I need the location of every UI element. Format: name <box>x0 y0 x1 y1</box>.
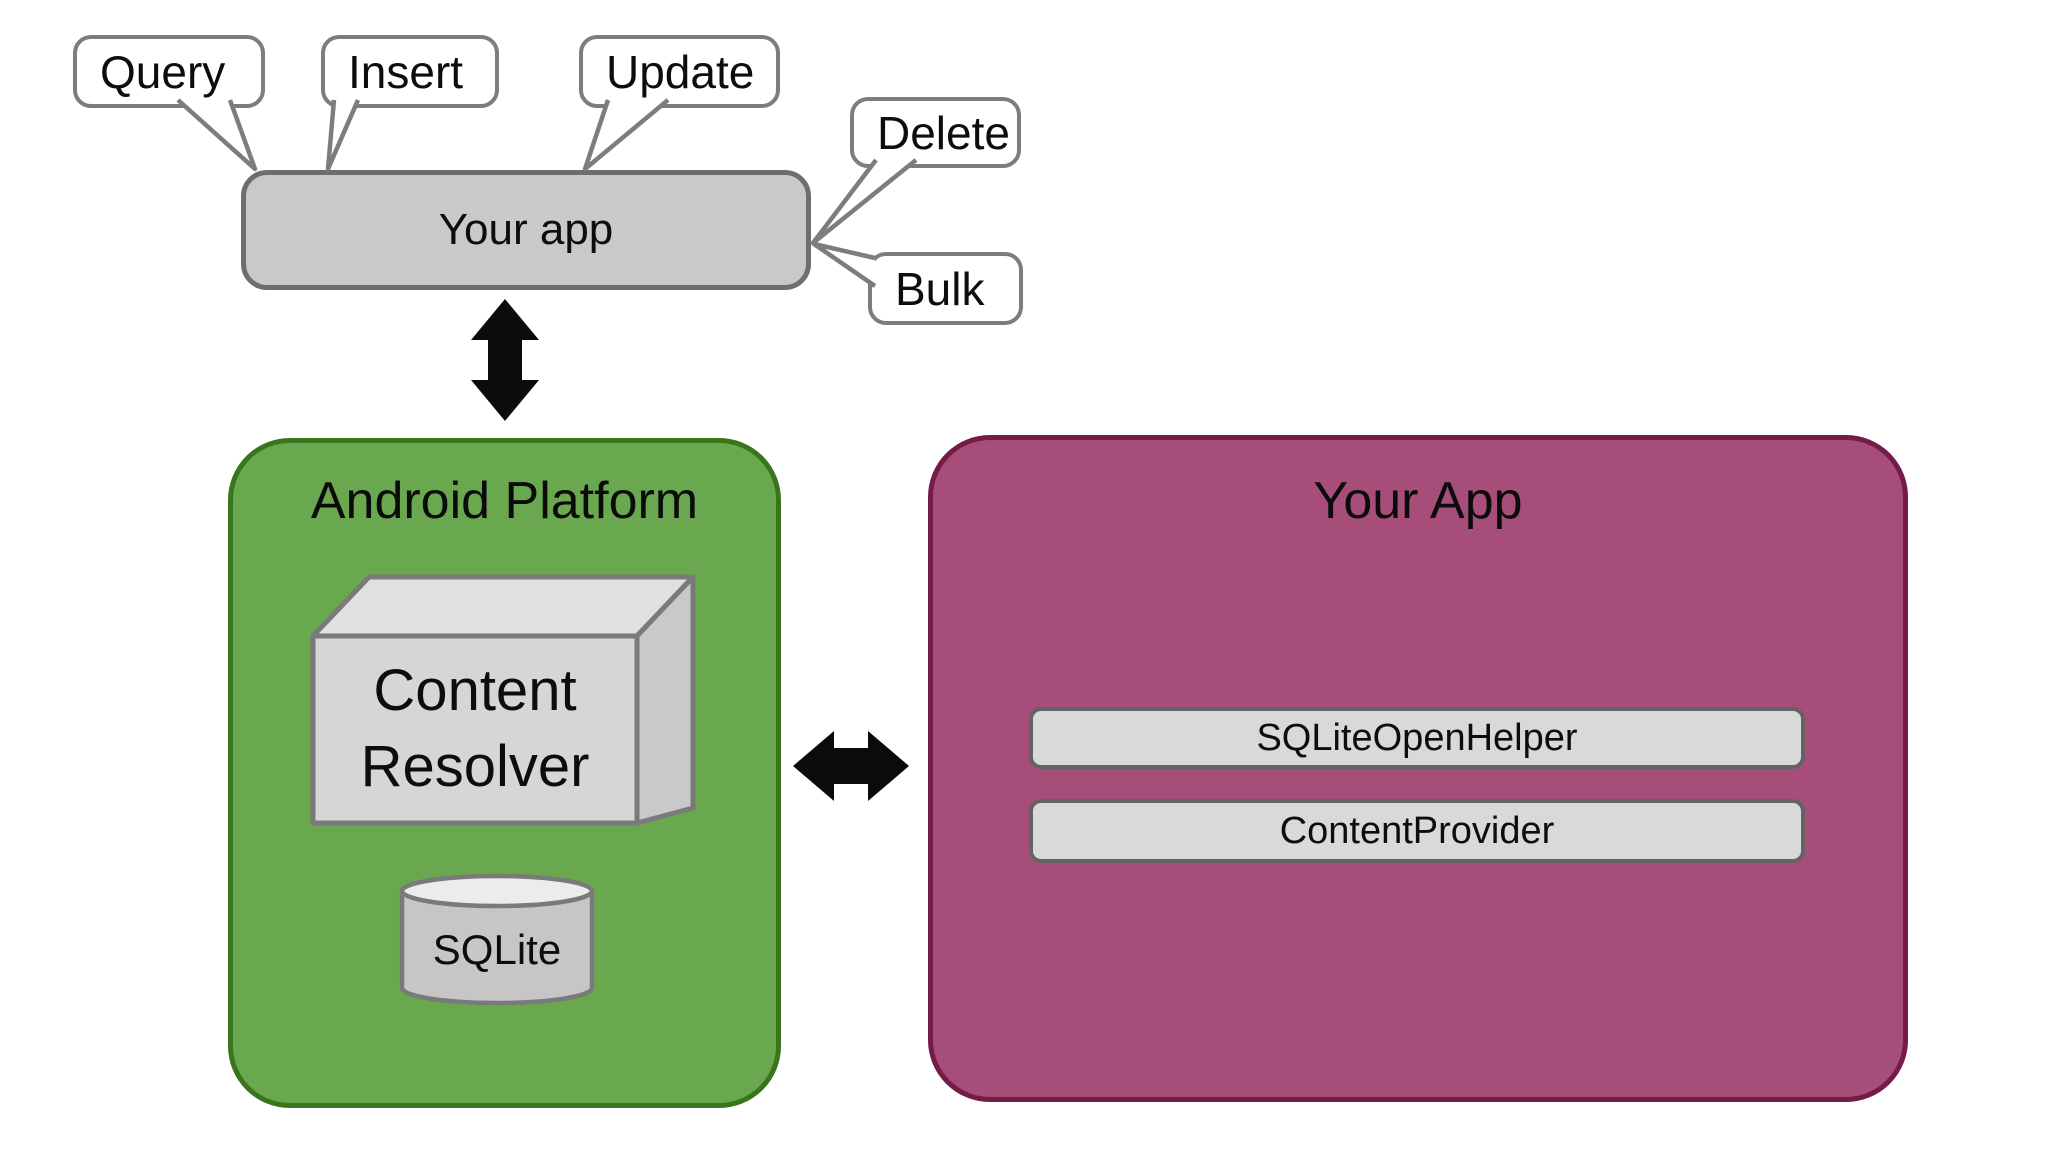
layer-sqliteopenhelper-label: SQLiteOpenHelper <box>1256 716 1578 759</box>
bidirectional-arrow-vertical-icon <box>471 299 539 421</box>
callout-delete: Delete <box>850 97 1021 168</box>
callout-insert: Insert <box>321 35 499 108</box>
callout-update-tail <box>582 98 670 172</box>
content-resolver-label-line1: Content <box>373 658 577 723</box>
your-app-top-box-label: Your app <box>438 205 614 254</box>
sqlite-label: SQLite <box>432 926 562 973</box>
layer-contentprovider: ContentProvider <box>1029 799 1805 863</box>
callout-delete-tail <box>810 158 918 246</box>
callout-update-label: Update <box>606 45 755 98</box>
callout-query: Query <box>73 35 265 108</box>
callout-query-label: Query <box>100 45 226 98</box>
callout-insert-label: Insert <box>348 45 464 98</box>
layer-contentprovider-label: ContentProvider <box>1279 809 1555 852</box>
content-resolver-label: Content Resolver <box>313 653 637 805</box>
callout-insert-tail <box>325 99 361 172</box>
bidirectional-arrow-horizontal-icon <box>793 731 909 801</box>
your-app-container-title: Your App <box>1313 472 1523 530</box>
your-app-top-box: Your app <box>241 170 811 290</box>
callout-delete-label: Delete <box>877 106 1010 159</box>
content-resolver-label-line2: Resolver <box>360 734 590 799</box>
your-app-container-box: Your App SQLiteOpenHelper ContentProvide… <box>928 435 1908 1102</box>
callout-bulk-label: Bulk <box>895 262 985 315</box>
android-platform-title: Android Platform <box>310 472 699 530</box>
callout-update: Update <box>579 35 780 108</box>
callout-query-tail <box>176 98 258 172</box>
callout-bulk: Bulk <box>868 252 1023 325</box>
callout-bulk-tail <box>811 241 877 288</box>
layer-sqliteopenhelper: SQLiteOpenHelper <box>1029 707 1805 769</box>
